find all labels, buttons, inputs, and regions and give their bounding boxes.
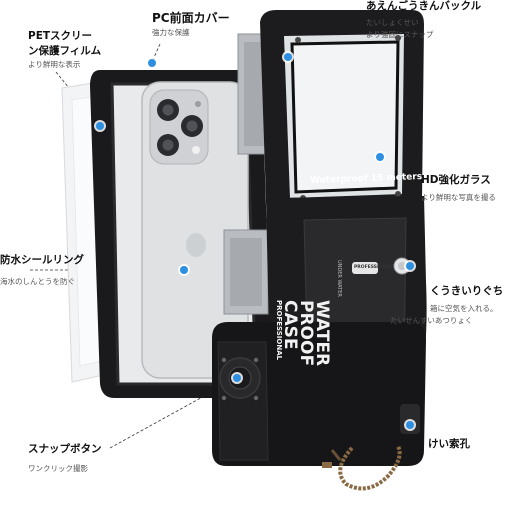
callout-seal-ring-title: 防水シールリング xyxy=(0,254,84,266)
lanyard xyxy=(322,445,402,491)
case-logo-line-2: PROOF xyxy=(295,300,316,367)
dot-pc-cover xyxy=(148,59,156,67)
callout-buckle-title: あえんごうきんバックル xyxy=(366,0,482,12)
callout-seal-ring-sub: 海水のしんとうを防ぐ xyxy=(0,276,75,286)
case-logo: WATER PROOF CASE PROFESSIONAL xyxy=(274,300,332,367)
air-valve xyxy=(393,257,411,275)
callout-pet-film-title-2: ン保護フィルム xyxy=(28,44,102,57)
dot-pet-film xyxy=(96,122,104,130)
callout-lanyard-hole-title: けい索孔 xyxy=(428,438,470,450)
case-logo-line-4: PROFESSIONAL xyxy=(274,300,283,361)
callout-snap-button-sub: ワンクリック撮影 xyxy=(28,463,88,473)
dot-hd-glass xyxy=(376,153,384,161)
dot-lanyard-hole xyxy=(406,421,414,429)
case-badge-text: PROFESSIONAL xyxy=(354,265,393,270)
product-badge xyxy=(352,262,378,274)
dot-buckle xyxy=(284,53,292,61)
callout-pet-film-sub: より鮮明な表示 xyxy=(28,60,81,70)
callout-snap-button-title: スナップボタン xyxy=(28,443,102,455)
callout-hd-glass-sub: より鮮明な写真を撮る xyxy=(421,192,496,202)
callout-pet-film-title-1: PETスクリー xyxy=(28,30,93,42)
dot-snap-button xyxy=(233,374,241,382)
callout-air-valve-title: くうきいりぐち xyxy=(430,285,504,297)
callout-pc-cover-sub: 強力な保護 xyxy=(152,28,190,38)
dot-seal-ring xyxy=(180,266,188,274)
leader-pet-film xyxy=(55,71,101,127)
callout-pet-film: PETスクリー ン保護フィルム より鮮明な表示 xyxy=(28,30,101,69)
case-logo-line-1: WATER xyxy=(312,300,332,367)
callout-hd-glass-title: HD強化ガラス xyxy=(421,174,491,186)
callout-snap-button: スナップボタン ワンクリック撮影 xyxy=(28,443,102,473)
callout-air-valve-sub-2: たいせんすいあつりょく xyxy=(390,315,473,325)
callout-air-valve-sub-1: 箱に空気を入れる。 xyxy=(430,303,498,313)
callout-hd-glass: HD強化ガラス より鮮明な写真を撮る xyxy=(421,174,496,202)
callout-buckle-sub-2: より強固にスナップ xyxy=(366,29,434,39)
handle-grip xyxy=(212,322,426,466)
callout-air-valve: くうきいりぐち 箱に空気を入れる。 たいせんすいあつりょく xyxy=(390,285,504,325)
callout-pc-cover: PC前面カバー 強力な保護 xyxy=(152,11,230,37)
callout-lanyard-hole: けい索孔 xyxy=(428,438,470,451)
case-logo-small: UNDER WATER xyxy=(336,260,342,297)
callout-seal-ring: 防水シールリング 海水のしんとうを防ぐ xyxy=(0,254,84,286)
callout-buckle: あえんごうきんバックル たいしょくせい より強固にスナップ xyxy=(366,0,481,39)
phone xyxy=(141,81,249,379)
callout-pc-cover-title: PC前面カバー xyxy=(152,11,230,25)
dot-air-valve xyxy=(406,262,414,270)
callout-buckle-sub-1: たいしょくせい xyxy=(366,17,419,27)
